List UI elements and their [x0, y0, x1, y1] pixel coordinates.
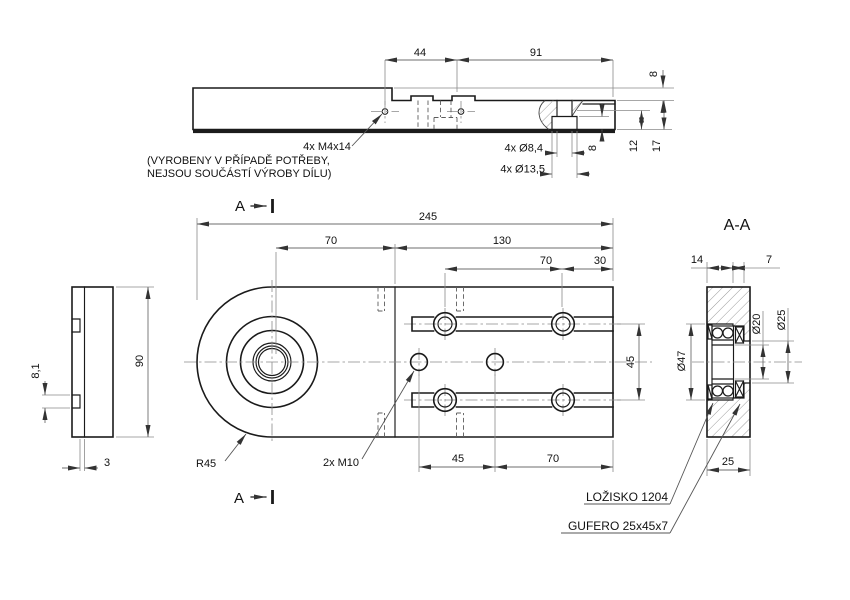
dim-70-left: 70: [325, 235, 337, 247]
breakout-hatch-right: [572, 100, 583, 117]
section-letter: A: [235, 198, 245, 215]
slot-bottom: [411, 387, 614, 413]
dim-25: Ø25: [776, 310, 788, 331]
counterbore-hole-profile: [551, 99, 578, 131]
label-m4: 4x M4x14: [303, 141, 351, 153]
dim-17: 17: [651, 140, 663, 152]
dim-47: Ø47: [676, 351, 688, 372]
label-bearing: LOŽISKO 1204: [586, 489, 668, 504]
front-view: 245 70 130 70 30 45 45 70 R45 2x M10: [184, 211, 652, 472]
top-view: 44 91 8 12 17 8 4x Ø8,4 4x Ø13,5 4x M4x1…: [147, 47, 674, 180]
label-seal: GUFERO 25x45x7: [568, 519, 668, 533]
dim-30: 30: [594, 255, 606, 267]
bearing-cross-section: [707, 324, 735, 400]
top-view-outline: [192, 87, 616, 131]
dim-25-width: 25: [722, 456, 734, 468]
dim-7: 7: [766, 254, 772, 266]
side-view: 90 8,1 3: [30, 286, 154, 471]
section-marker-top: A: [235, 198, 274, 215]
dim-3: 3: [104, 457, 110, 469]
dim-130: 130: [493, 235, 511, 247]
dim-70-top: 70: [540, 255, 552, 267]
label-holes-small: 4x Ø8,4: [504, 143, 543, 155]
dim-14: 14: [691, 254, 703, 266]
hidden-m4-holes: [377, 287, 464, 437]
dim-8-step: 8: [648, 71, 660, 77]
label-holes-large: 4x Ø13,5: [500, 164, 545, 176]
dim-12: 12: [628, 140, 640, 152]
dim-91: 91: [530, 47, 542, 59]
dim-45-bottom: 45: [452, 453, 464, 465]
seal-callout: GUFERO 25x45x7: [561, 403, 741, 534]
dim-245: 245: [419, 211, 437, 223]
seal-cross-section: [734, 326, 745, 398]
section-hatch: [707, 287, 750, 437]
dim-70-bottom: 70: [547, 453, 559, 465]
note-line-1: (VYROBENY V PŘÍPADĚ POTŘEBY,: [147, 154, 330, 167]
dim-8-depth: 8: [587, 145, 599, 151]
side-view-notches: [71, 318, 81, 409]
dim-20: Ø20: [751, 314, 763, 335]
label-radius: R45: [196, 458, 216, 470]
front-view-outline: [196, 286, 614, 438]
breakout-hatch-left: [539, 100, 557, 130]
section-title: A-A: [724, 217, 751, 234]
side-view-outline: [71, 286, 114, 438]
bearing-callout: LOŽISKO 1204: [584, 402, 714, 505]
slot-top: [411, 311, 614, 337]
label-thread: 2x M10: [323, 457, 359, 469]
bottom-pad-edge: [193, 129, 615, 134]
dim-90: 90: [134, 355, 146, 367]
section-view: A-A 14 7: [561, 217, 802, 534]
m10-hole: [409, 352, 429, 372]
dim-45-side: 45: [625, 356, 637, 368]
dim-8-1: 8,1: [30, 363, 42, 378]
dim-44: 44: [414, 47, 426, 59]
section-letter: A: [234, 490, 244, 507]
section-marker-bottom: A: [234, 490, 274, 507]
m10-hole: [485, 352, 505, 372]
note-line-2: NEJSOU SOUČÁSTÍ VÝROBY DÍLU): [147, 167, 331, 180]
